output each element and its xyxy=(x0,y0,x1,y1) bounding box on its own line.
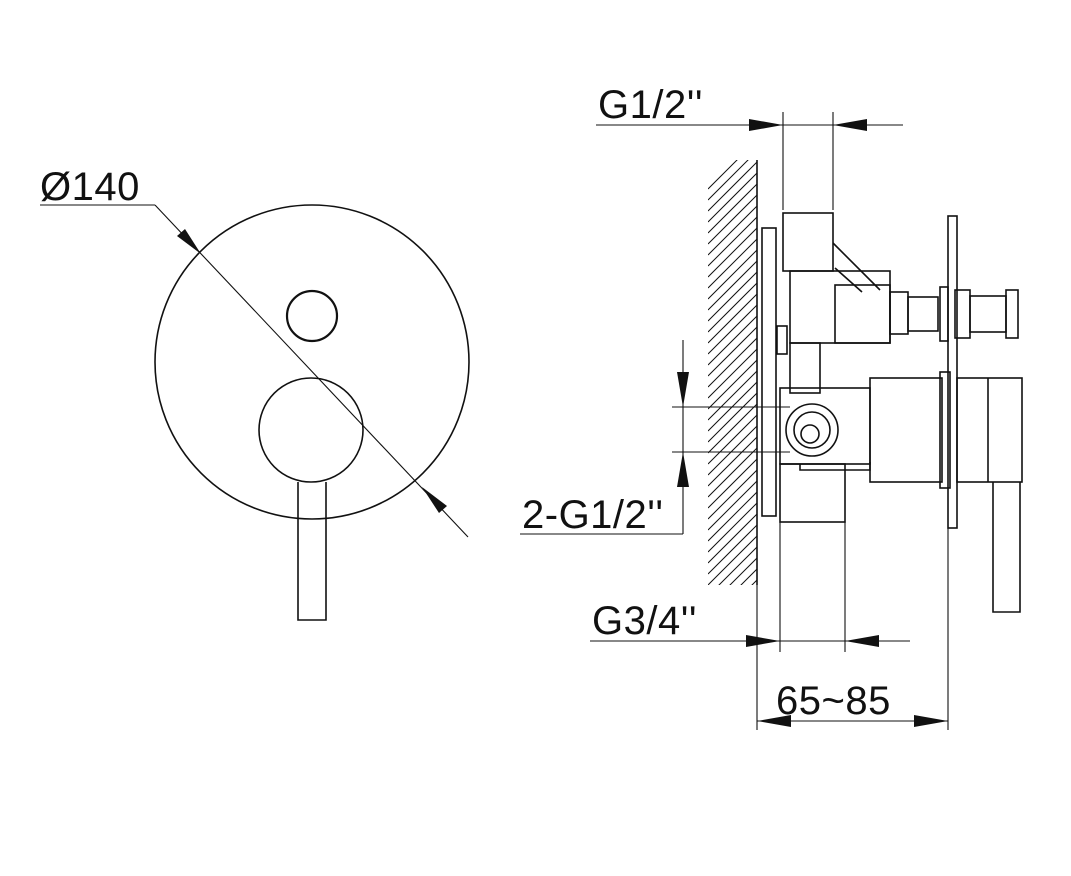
hatch-line xyxy=(708,183,757,234)
hatch-line xyxy=(708,326,757,377)
outlet-port-mid xyxy=(793,411,831,449)
hatch-line xyxy=(708,160,738,190)
mixer-cartridge xyxy=(869,377,943,483)
diverter-stem-base xyxy=(907,296,939,332)
hatch-line xyxy=(708,480,757,531)
bottom-inlet-label: G3/4'' xyxy=(592,599,697,643)
hatch-line xyxy=(708,238,757,289)
hatch-line xyxy=(708,491,757,542)
diameter-arrow-top xyxy=(177,229,201,254)
top-inlet-label: G1/2'' xyxy=(598,83,703,127)
hatch-line xyxy=(708,161,757,212)
handle-lever-side xyxy=(992,482,1021,613)
hatch-line xyxy=(708,414,757,465)
hatch-line xyxy=(708,370,757,421)
hatch-line xyxy=(708,524,757,575)
top-inlet-pipe xyxy=(782,212,834,272)
hatch-line xyxy=(708,348,757,399)
hatch-line xyxy=(708,249,757,300)
hatch-line xyxy=(708,502,757,553)
bottom-inlet-pipe xyxy=(779,463,846,523)
side-lug xyxy=(776,325,788,355)
hatch-line xyxy=(729,557,757,585)
handle-lever xyxy=(297,482,327,621)
handle-hub-side xyxy=(956,377,1023,483)
upper-cartridge xyxy=(834,284,891,344)
diverter-knob-side xyxy=(969,295,1007,333)
hatch-line xyxy=(751,579,757,585)
bottom-dim-arrow-left xyxy=(746,635,780,647)
diverter-knob xyxy=(285,289,339,343)
side-dim-arrow-top xyxy=(677,372,689,407)
outlet-port-inner xyxy=(800,424,820,444)
depth-dim-arrow-right xyxy=(914,715,948,727)
top-elbow xyxy=(832,242,881,293)
hatch-line xyxy=(708,359,757,410)
outlet-port-outer xyxy=(785,403,839,457)
side-outlets-label: 2-G1/2'' xyxy=(522,493,664,537)
hatch-line xyxy=(740,568,757,585)
upper-thread xyxy=(889,291,909,335)
hatch-line xyxy=(708,216,757,267)
top-dim-arrow-left xyxy=(749,119,783,131)
hatch-line xyxy=(708,337,757,388)
hatch-line xyxy=(708,304,757,355)
diverter-knob-tip xyxy=(1005,289,1019,339)
depth-range-label: 65~85 xyxy=(776,679,891,723)
hatch-line xyxy=(708,591,757,640)
top-dim-arrow-right xyxy=(833,119,867,131)
depth-dim-arrow-left xyxy=(757,715,791,727)
hatch-line xyxy=(708,205,757,256)
body-riser xyxy=(789,342,821,394)
hatch-line xyxy=(708,160,749,201)
hatch-line xyxy=(708,513,757,564)
hatch-line xyxy=(708,293,757,344)
hatch-line xyxy=(718,546,757,585)
front-view xyxy=(40,204,470,621)
wall-hatching xyxy=(708,160,757,673)
handle-hub xyxy=(258,377,364,483)
hatch-line xyxy=(708,436,757,487)
hatch-line xyxy=(708,425,757,476)
hatch-line xyxy=(708,624,757,673)
diameter-arrow-bottom xyxy=(422,487,447,513)
upper-body-block xyxy=(789,270,891,344)
hatch-line xyxy=(708,469,757,520)
hatch-line xyxy=(708,282,757,333)
diameter-dimension-line xyxy=(154,204,469,538)
hatch-line xyxy=(708,194,757,245)
hatch-line xyxy=(708,535,757,585)
hatch-line xyxy=(708,447,757,498)
hatch-line xyxy=(708,392,757,443)
cover-plate-outline xyxy=(154,204,470,520)
bottom-dim-arrow-right xyxy=(845,635,879,647)
side-dim-arrow-bottom xyxy=(677,452,689,487)
side-view xyxy=(520,112,1023,730)
hatch-line xyxy=(708,227,757,278)
bottom-fitting xyxy=(799,462,871,471)
mixer-collar xyxy=(939,371,951,489)
hatch-line xyxy=(708,458,757,509)
hatch-line xyxy=(708,403,757,454)
hatch-line xyxy=(708,260,757,311)
hatch-line xyxy=(708,315,757,366)
hatch-line xyxy=(708,172,757,223)
diameter-label: Ø140 xyxy=(40,165,140,209)
hatch-line xyxy=(708,271,757,322)
diverter-stem-collar xyxy=(939,286,949,342)
mounting-flange xyxy=(761,227,777,517)
